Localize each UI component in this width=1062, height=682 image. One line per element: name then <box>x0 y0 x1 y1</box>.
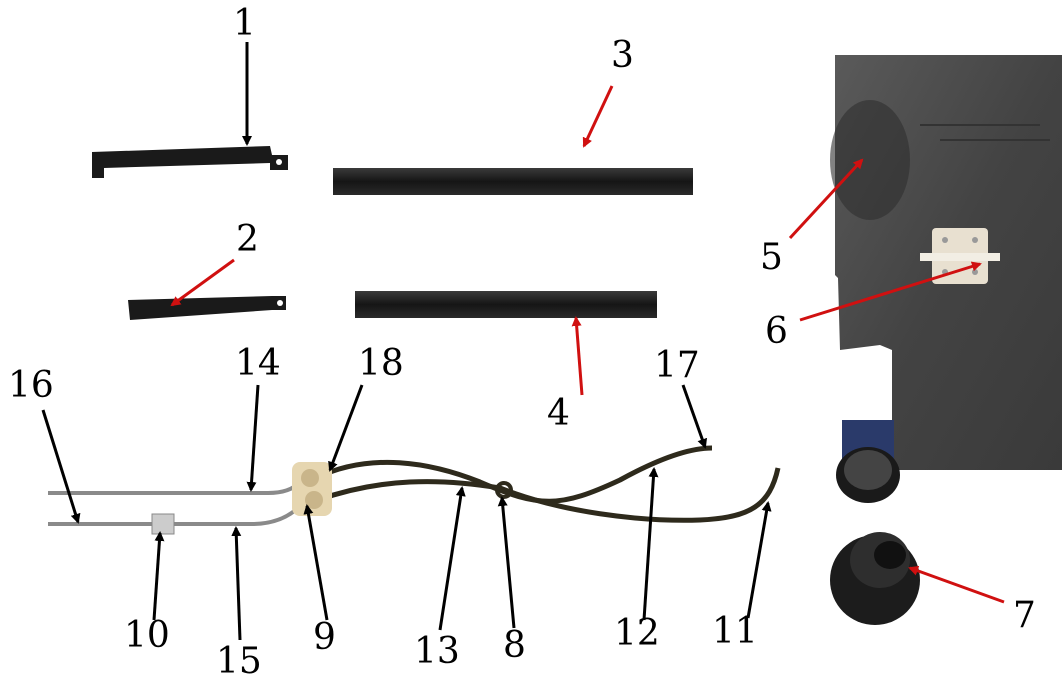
label-12: 12 <box>614 613 660 654</box>
label-3: 3 <box>611 35 634 76</box>
label-1: 1 <box>233 3 256 44</box>
label-13: 13 <box>414 631 460 672</box>
label-10: 10 <box>124 615 170 656</box>
part-1-strap-bracket <box>92 146 288 178</box>
part-9-tee-joint <box>292 462 332 516</box>
label-7: 7 <box>1013 595 1036 636</box>
label-5: 5 <box>760 237 783 278</box>
label-6: 6 <box>765 311 788 352</box>
label-16: 16 <box>8 365 54 406</box>
part-10-cable-clip <box>151 513 175 535</box>
black-leader-arrows <box>41 42 772 641</box>
red-leader-arrows <box>170 85 1005 604</box>
label-11: 11 <box>712 611 758 652</box>
label-17: 17 <box>654 345 700 386</box>
part-3-rubber-pad <box>333 168 693 195</box>
part-6-sender-unit <box>920 228 1000 284</box>
label-9: 9 <box>313 617 336 658</box>
part-4-rubber-pad <box>355 291 657 318</box>
label-18: 18 <box>358 343 404 384</box>
fuel-hoses <box>314 445 781 523</box>
part-2-strap-bracket <box>128 296 286 320</box>
label-8: 8 <box>503 625 526 666</box>
label-4: 4 <box>547 393 570 434</box>
filler-neck <box>836 420 900 503</box>
label-2: 2 <box>236 219 259 260</box>
part-7-fuel-cap <box>830 532 920 625</box>
label-15: 15 <box>216 641 262 682</box>
label-14: 14 <box>235 343 281 384</box>
